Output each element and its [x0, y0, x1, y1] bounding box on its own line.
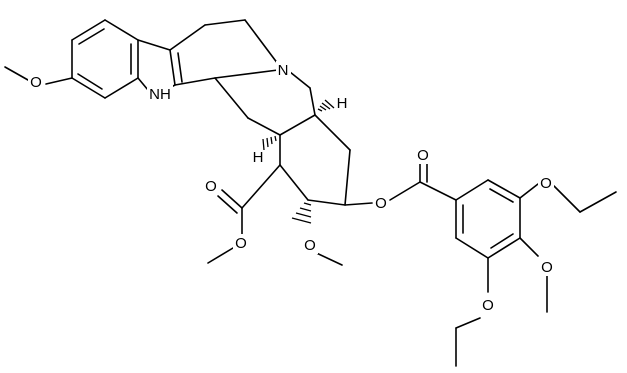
atom-label-ethoxy-bottom-o: O	[480, 296, 496, 314]
svg-text:O: O	[235, 235, 247, 252]
methyl-ester-group	[207, 164, 281, 264]
atom-labels: NH N H H O O O O O	[28, 61, 555, 314]
svg-text:O: O	[375, 195, 387, 212]
benzoate-ester-linkage	[344, 163, 457, 206]
svg-text:O: O	[540, 175, 552, 192]
h-c15-hashed-bond	[262, 135, 277, 151]
svg-text:H: H	[253, 149, 264, 166]
atom-label-quinolizidine-n: N	[276, 61, 291, 79]
atom-label-ethoxy-top-o: O	[538, 174, 554, 192]
ethoxy-bottom-group	[455, 257, 489, 367]
atom-label-benzoate-carbonyl-o: O	[415, 146, 431, 164]
atom-label-indole-nh: NH	[147, 84, 173, 103]
indole-benzene-ring	[71, 19, 139, 99]
svg-text:O: O	[482, 297, 494, 314]
svg-text:O: O	[30, 74, 42, 91]
svg-text:N: N	[278, 62, 289, 79]
atom-label-ring-methoxy-o: O	[302, 236, 318, 254]
svg-text:NH: NH	[149, 86, 171, 103]
aryl-methoxy-group	[4, 66, 73, 85]
svg-text:H: H	[337, 95, 348, 112]
svg-text:O: O	[541, 259, 553, 276]
atom-label-ester-carbonyl-o: O	[203, 177, 219, 195]
atom-label-methoxy-para-o: O	[539, 258, 555, 276]
indole-pyrrole-ring	[137, 39, 183, 94]
svg-text:O: O	[417, 147, 429, 164]
benzoate-aromatic-ring	[455, 179, 521, 259]
atom-label-h-c15: H	[253, 149, 264, 166]
atom-label-aryl-methoxy-o: O	[28, 73, 44, 91]
ring-c	[169, 19, 279, 86]
ring-e	[279, 114, 351, 206]
h-c20-hashed-bond	[317, 99, 335, 112]
ring-d	[214, 71, 316, 136]
ring-methoxy-group	[291, 202, 343, 266]
svg-text:O: O	[205, 178, 217, 195]
svg-text:O: O	[304, 237, 316, 254]
ethoxy-top-group	[519, 183, 617, 213]
atom-label-h-c20: H	[337, 95, 348, 112]
methoxy-para-group	[519, 237, 548, 313]
atom-label-ester-single-o: O	[233, 234, 249, 252]
atom-label-benzoate-single-o: O	[373, 194, 389, 212]
